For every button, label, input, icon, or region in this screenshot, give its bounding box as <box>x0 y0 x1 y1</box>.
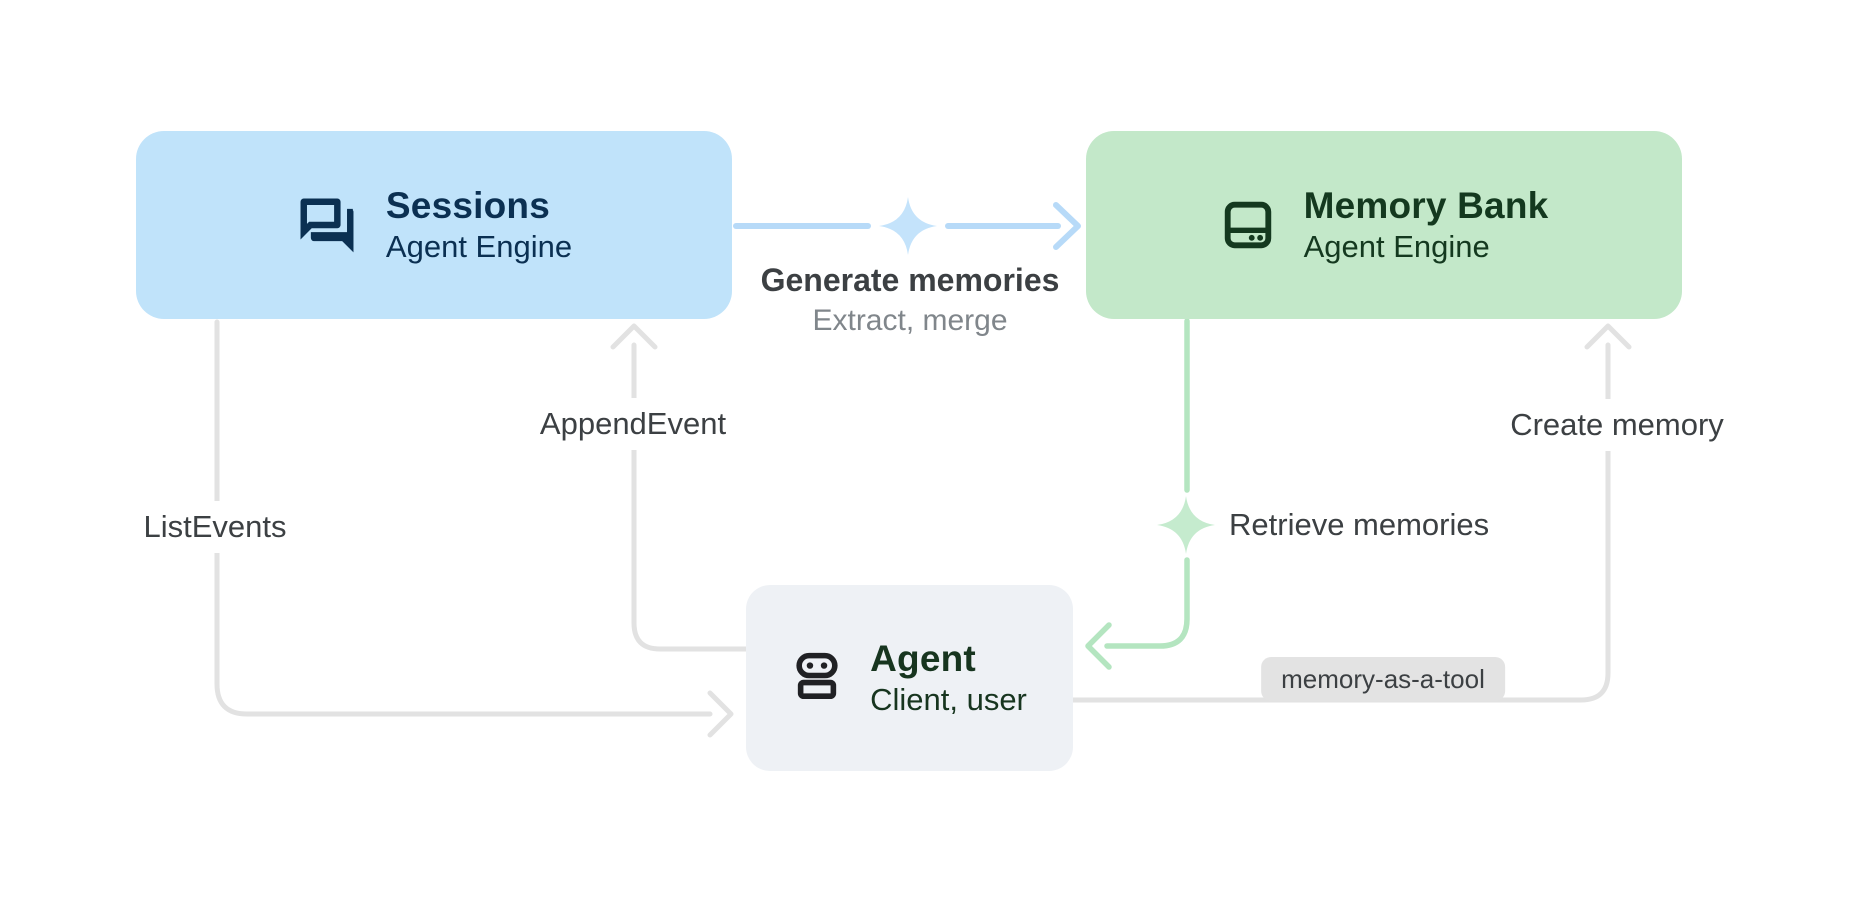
label-append-event: AppendEvent <box>529 398 737 450</box>
node-subtitle: Agent Engine <box>385 229 573 264</box>
node-subtitle: Agent Engine <box>1303 229 1490 264</box>
edge-generate-memories <box>733 197 1081 255</box>
forum-chat-icon <box>300 198 354 253</box>
storage-icon <box>1224 201 1271 249</box>
sparkle-icon <box>1157 496 1215 554</box>
label-retrieve-memories: Retrieve memories <box>1229 507 1490 542</box>
node-title: Memory Bank <box>1303 185 1549 226</box>
label-generate-memories: Generate memories Extract, merge <box>761 262 1060 339</box>
edge-list-events <box>214 319 734 738</box>
sparkle-icon <box>879 197 937 255</box>
edge-label-text: Generate memories <box>760 262 1060 298</box>
memory-as-a-tool-badge: memory-as-a-tool <box>1261 657 1505 701</box>
node-title: Agent <box>870 638 976 679</box>
node-agent: Agent Client, user <box>746 585 1073 771</box>
node-subtitle: Client, user <box>870 682 1027 717</box>
node-title: Sessions <box>385 185 550 226</box>
edge-create-memory <box>1070 323 1632 703</box>
label-create-memory: Create memory <box>1500 399 1734 451</box>
robot-icon <box>796 652 838 700</box>
edge-sublabel-text: Extract, merge <box>812 304 1008 337</box>
label-list-events: ListEvents <box>133 501 297 553</box>
node-sessions: Sessions Agent Engine <box>136 131 732 319</box>
edge-append-event <box>610 323 749 652</box>
edge-retrieve-memories <box>1085 318 1215 670</box>
node-memory-bank: Memory Bank Agent Engine <box>1086 131 1682 319</box>
